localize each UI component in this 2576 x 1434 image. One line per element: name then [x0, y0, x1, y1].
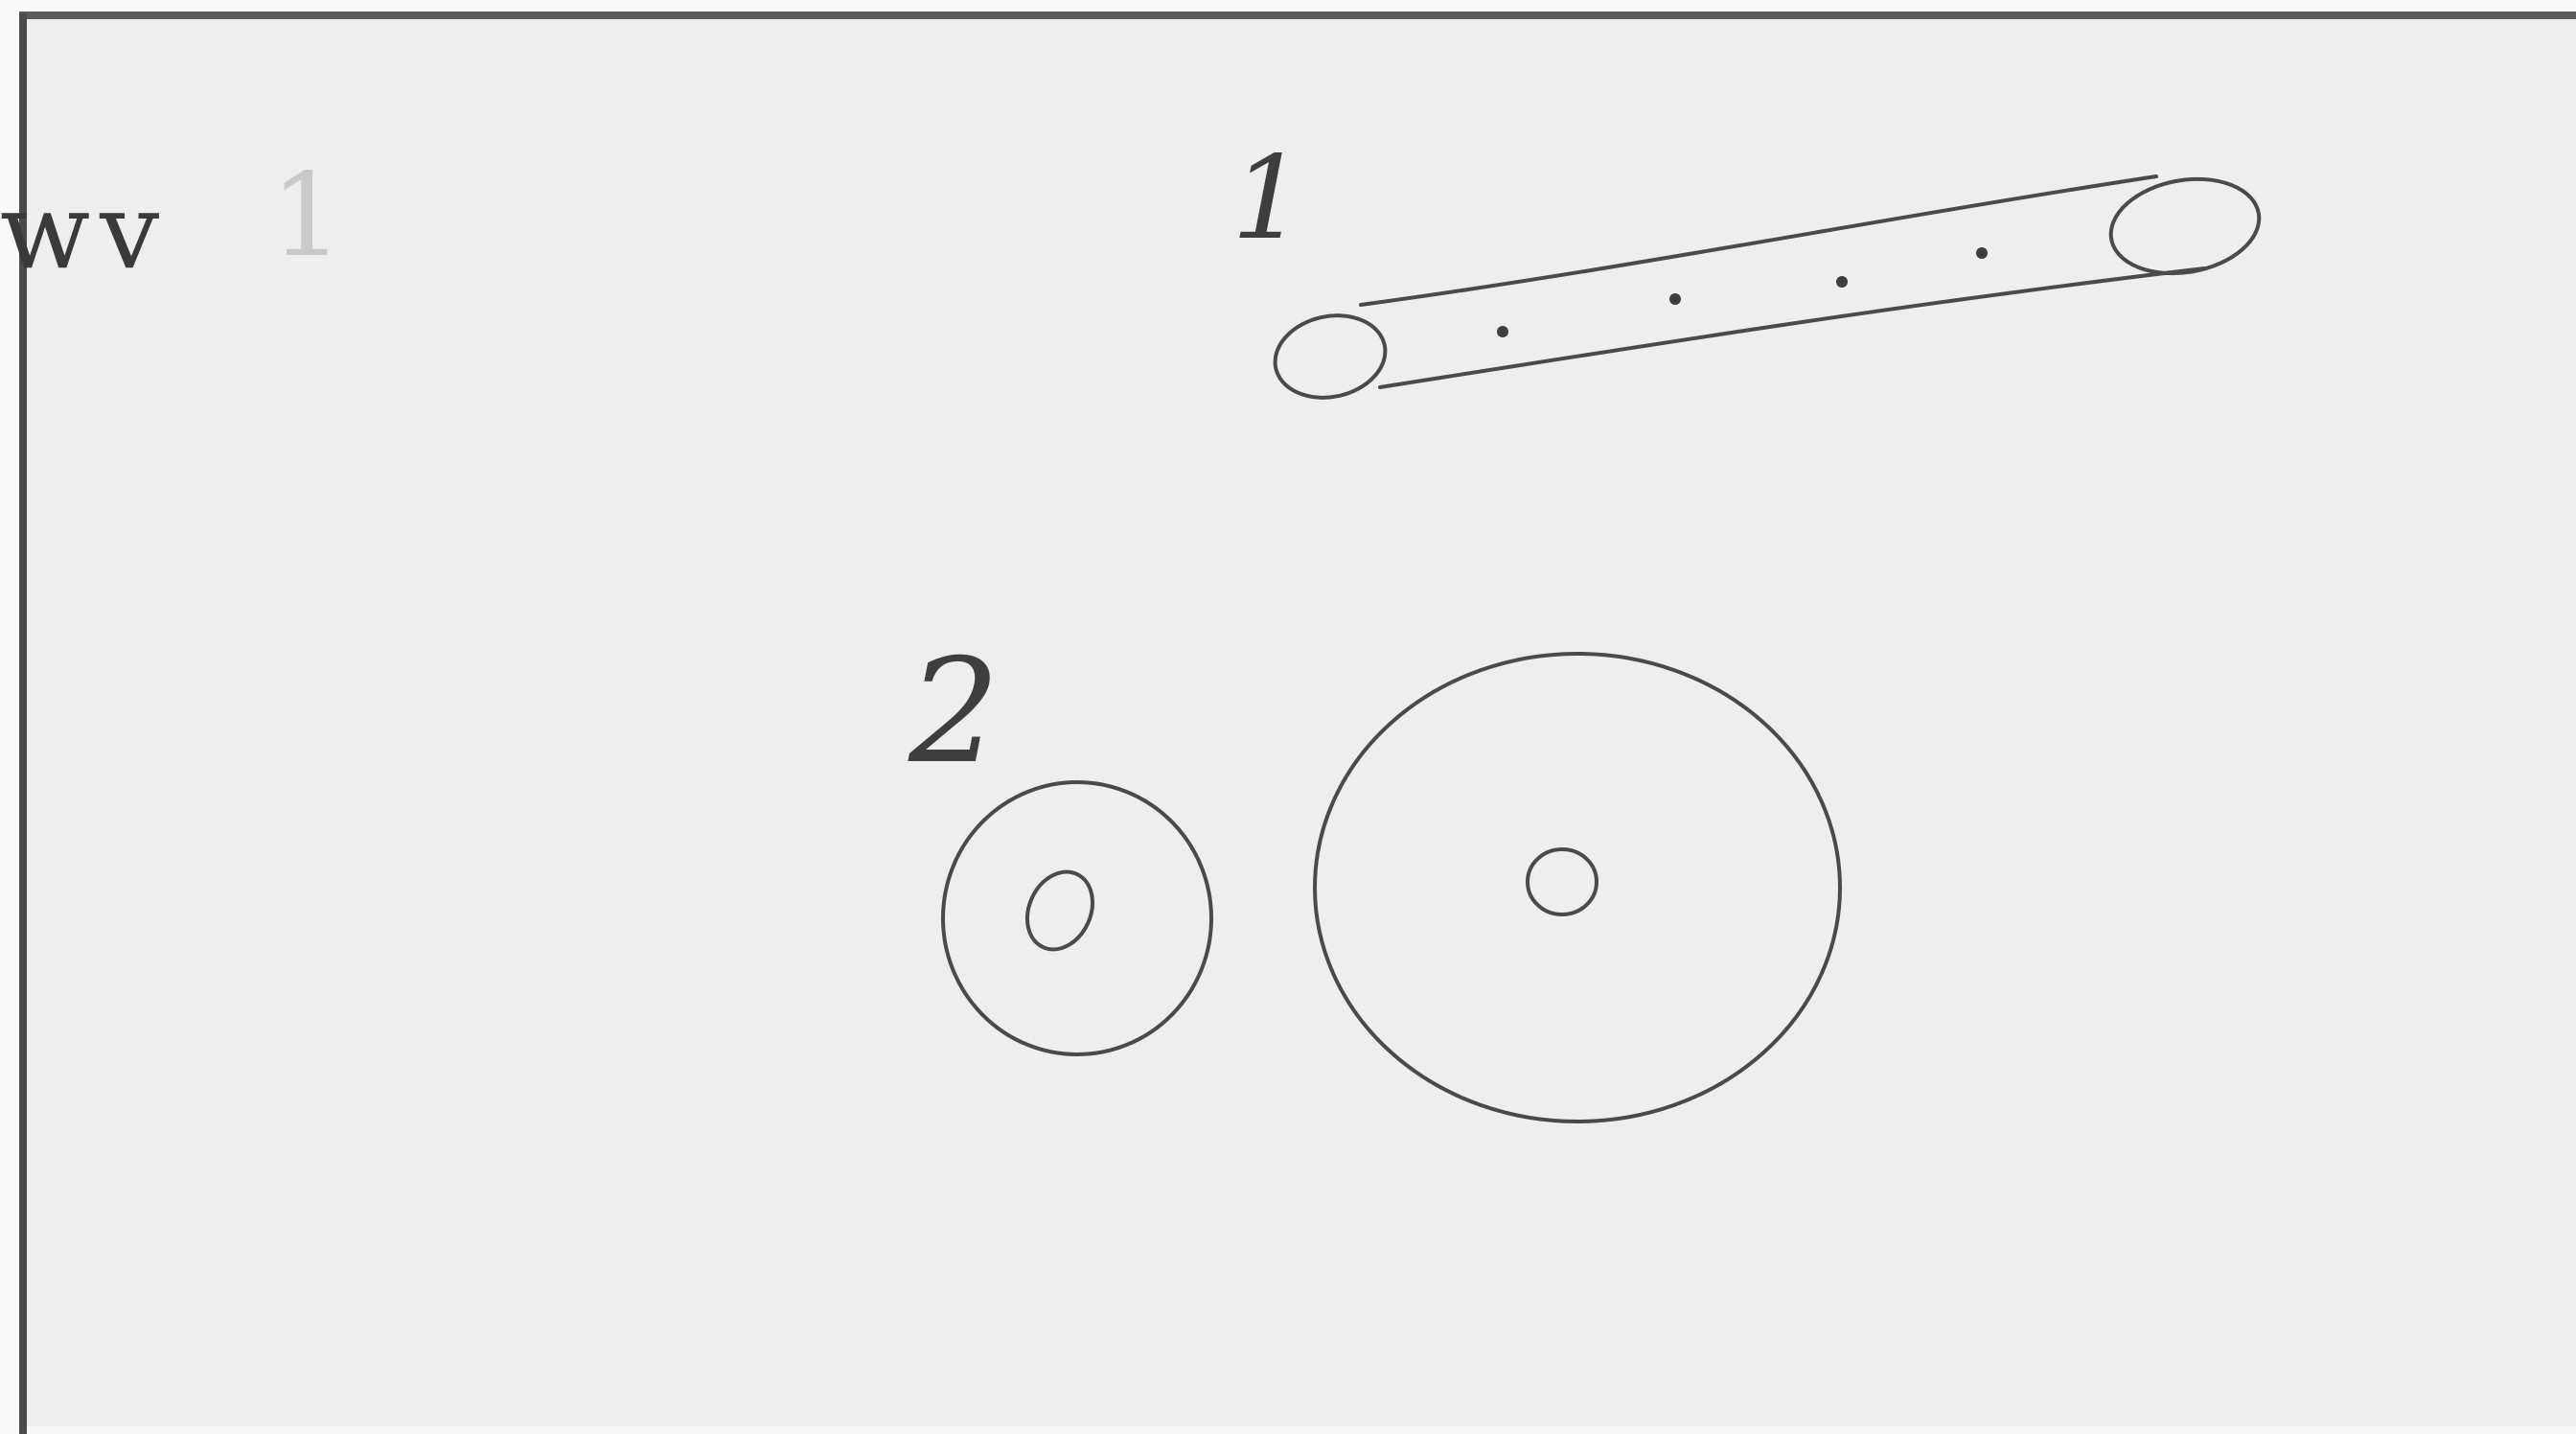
- small-ring-inner: [1015, 861, 1105, 960]
- tube-dot: [1836, 276, 1848, 288]
- tube-dot: [1497, 326, 1508, 337]
- tube-right-end: [2104, 168, 2266, 285]
- tube-top-edge: [1361, 176, 2156, 305]
- tube-left-end: [1268, 306, 1393, 407]
- large-ring-outer: [1315, 654, 1840, 1122]
- small-ring-outer: [943, 782, 1211, 1054]
- tube-dot: [1669, 293, 1681, 305]
- figure-two-large-ring: [1315, 654, 1840, 1122]
- large-ring-inner: [1528, 849, 1597, 914]
- figure-one-tube: [1268, 168, 2267, 407]
- figure-two-small-ring: [943, 782, 1211, 1054]
- tube-dot: [1976, 247, 1988, 259]
